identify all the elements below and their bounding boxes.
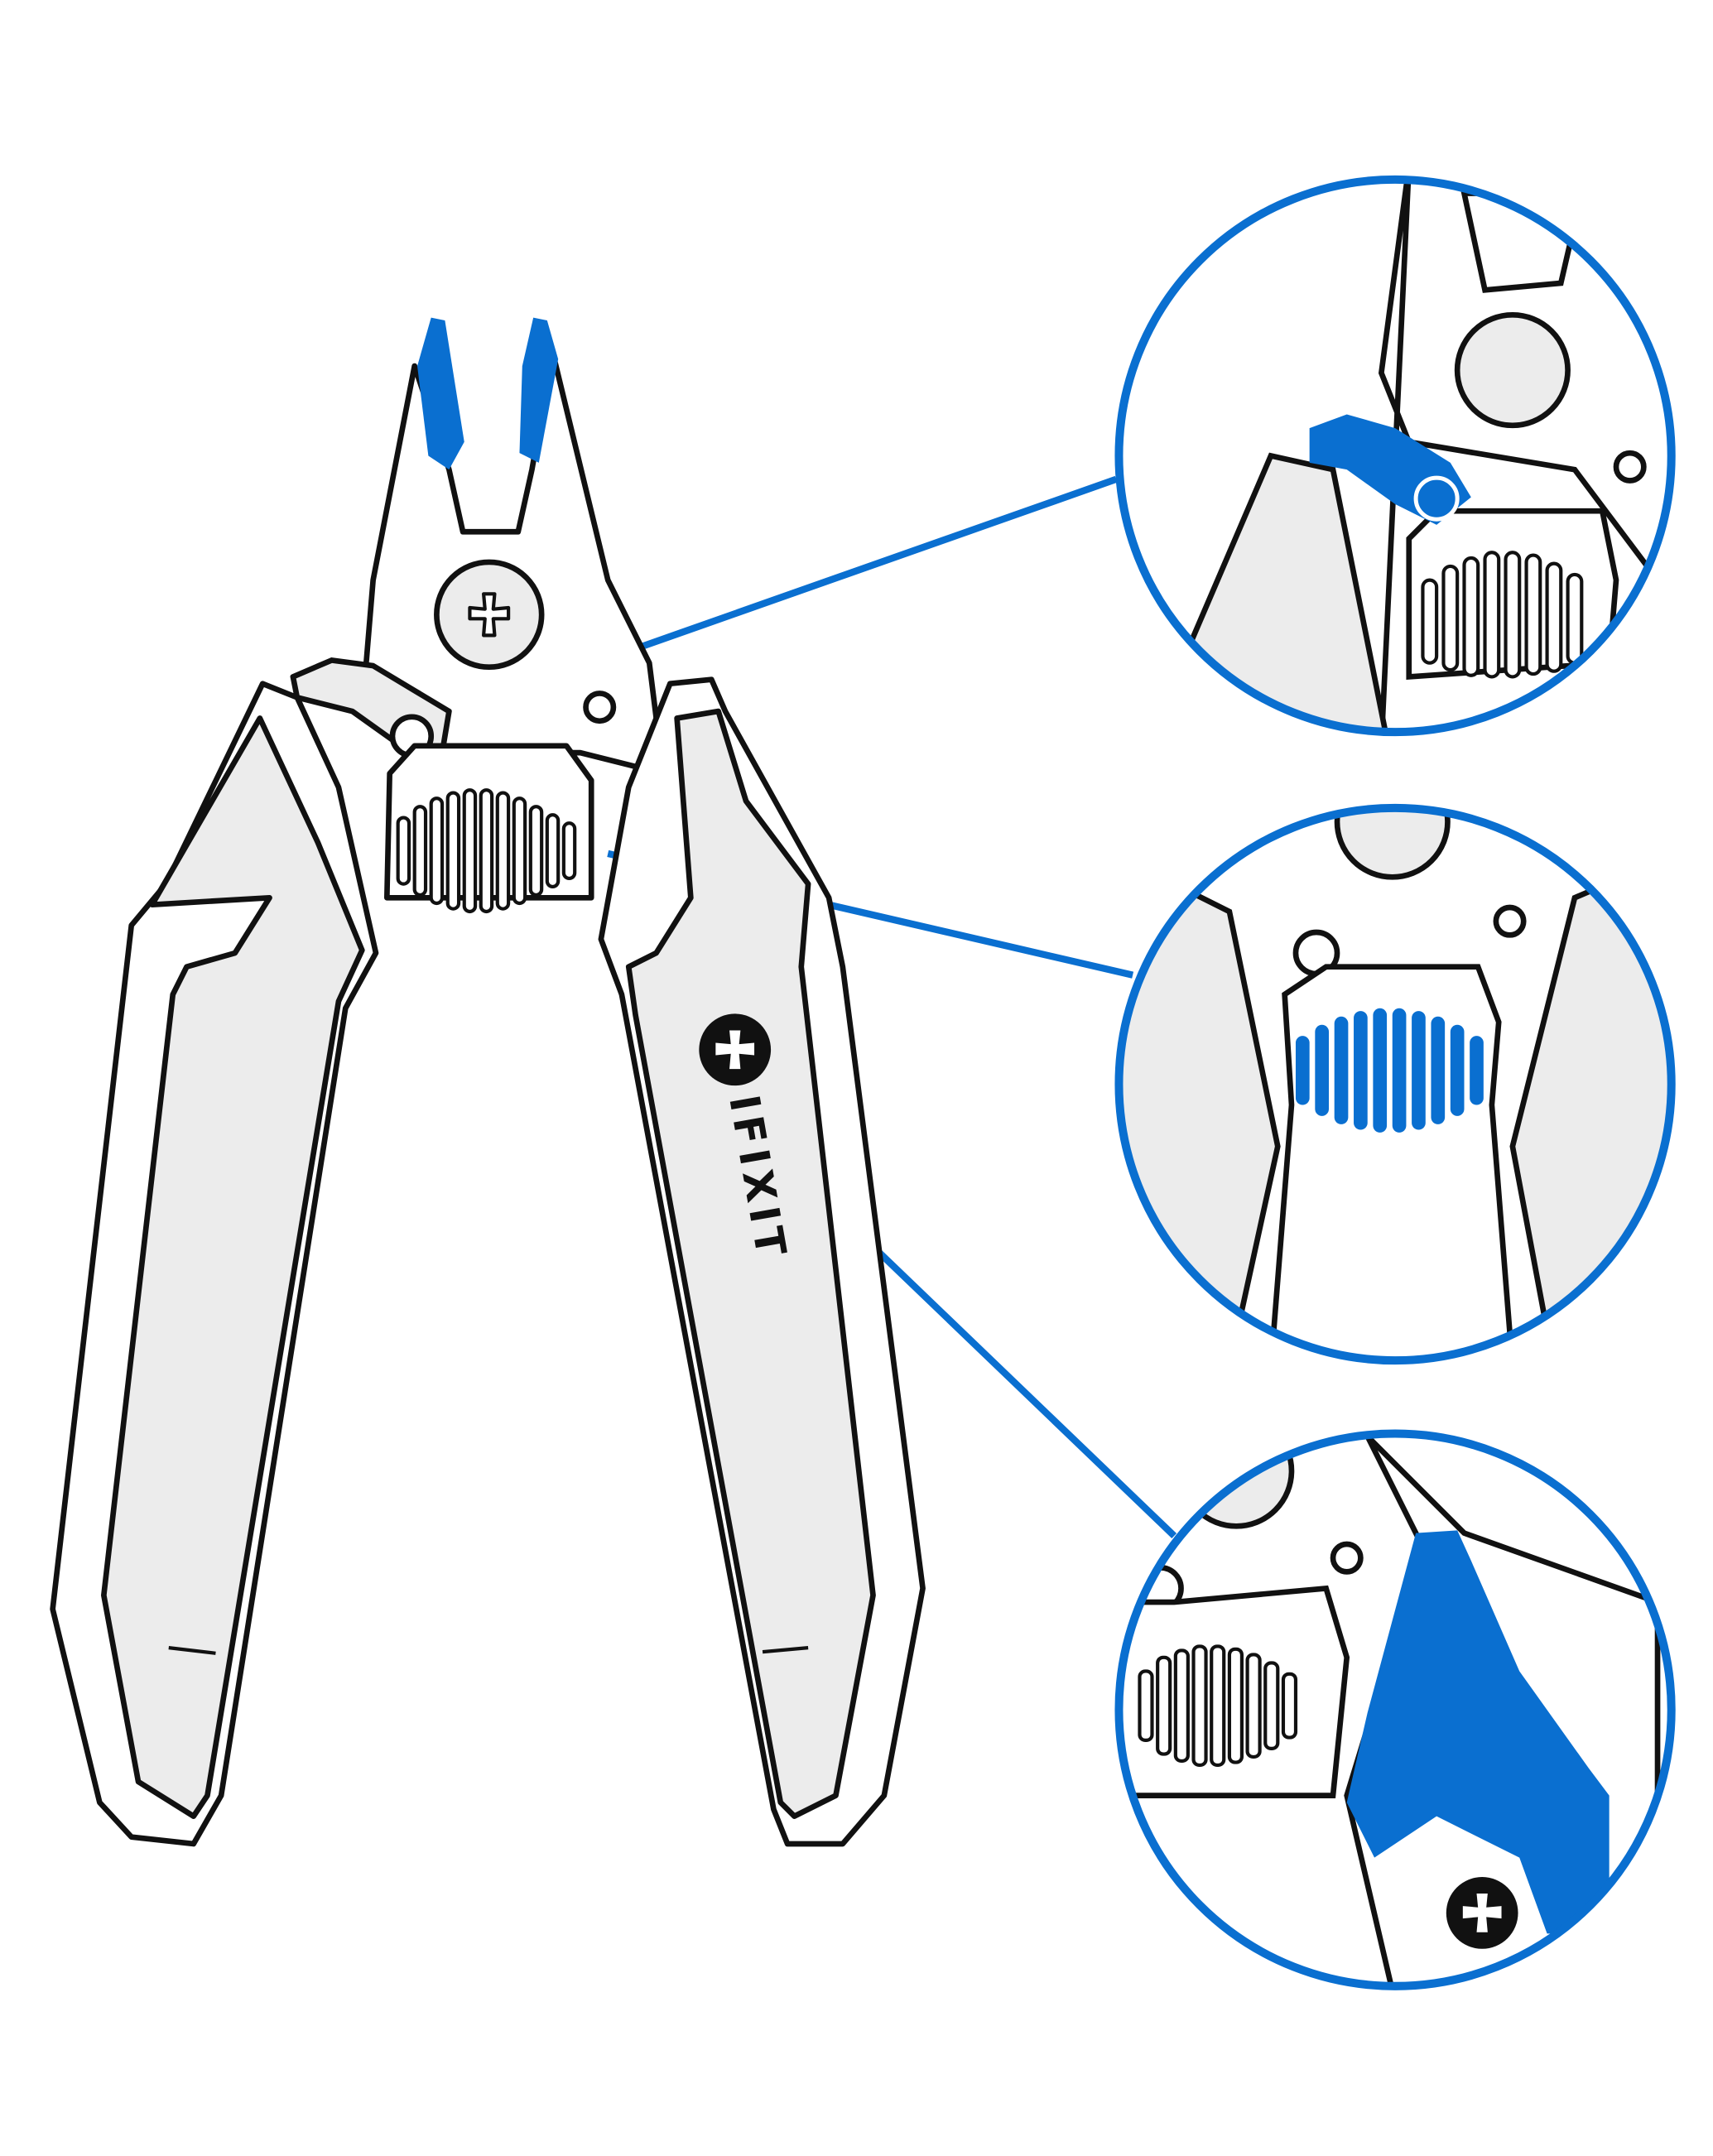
left-grip-mark: [168, 1646, 216, 1655]
callout-latch: [1114, 175, 1676, 737]
grip-highlight: [1346, 1530, 1610, 1934]
left-handle-grip: [101, 715, 365, 1819]
right-handle-grip: [625, 708, 876, 1819]
jaw-left-tip: [417, 317, 464, 470]
rivet-hole: [583, 691, 617, 724]
callout-spring: [1114, 803, 1676, 1365]
callout-line-handle: [856, 1230, 1177, 1539]
pliers: IFIXIT: [50, 317, 926, 1847]
right-grip-mark: [762, 1646, 809, 1654]
callout-handle: [1114, 1429, 1676, 1990]
spring-highlight: [1295, 1008, 1484, 1133]
latch-pin-highlight: [1413, 475, 1460, 522]
jaw-right-tip: [519, 317, 559, 463]
pivot-screw-cross-icon: [468, 592, 511, 638]
logo-cross-icon: [715, 1030, 755, 1070]
spring-coils: [396, 788, 577, 914]
